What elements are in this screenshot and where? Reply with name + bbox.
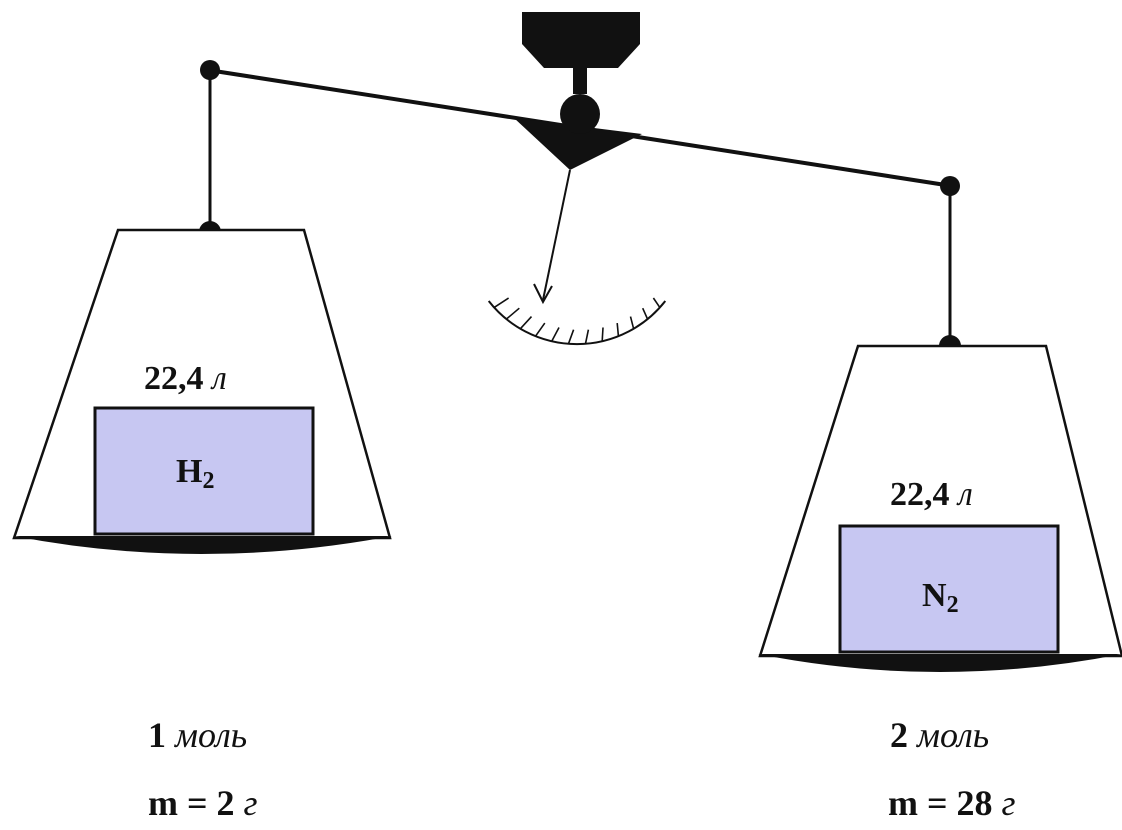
right-hanger <box>939 176 961 357</box>
left-mass-label: m = 2 г <box>148 783 258 823</box>
dial-tick <box>601 327 604 342</box>
dial-tick <box>505 307 520 320</box>
left-pan-base <box>14 536 392 554</box>
left-gas-box <box>93 406 315 536</box>
right-pan-base <box>758 654 1122 672</box>
dial-tick <box>493 297 510 309</box>
dial-tick <box>641 307 649 320</box>
dial-tick <box>652 297 661 308</box>
right-volume-label: 22,4 л <box>890 476 973 513</box>
pivot <box>514 94 642 170</box>
dial-tick <box>584 329 590 344</box>
dial-arc <box>487 300 667 346</box>
right-moles-label: 2 моль <box>890 715 990 755</box>
right-pan: 22,4 л N2 <box>758 344 1122 672</box>
scale-dial <box>487 297 667 346</box>
right-mass-label: m = 28 г <box>888 783 1016 823</box>
dial-tick <box>567 329 575 344</box>
right-gas-formula: N2 <box>922 577 959 618</box>
left-gas-formula: H2 <box>176 453 214 494</box>
dial-tick <box>616 323 620 337</box>
dial-tick <box>629 316 635 329</box>
dial-tick <box>551 327 560 342</box>
right-gas-box <box>838 524 1060 654</box>
pointer-needle <box>533 169 571 305</box>
dial-tick <box>519 316 533 330</box>
dial-tick <box>534 322 546 337</box>
left-pan: 22,4 л H2 <box>12 228 392 554</box>
left-volume-label: 22,4 л <box>144 360 227 397</box>
left-moles-label: 1 моль <box>148 715 248 755</box>
left-hanger <box>199 60 221 243</box>
scale-mount <box>522 12 640 94</box>
